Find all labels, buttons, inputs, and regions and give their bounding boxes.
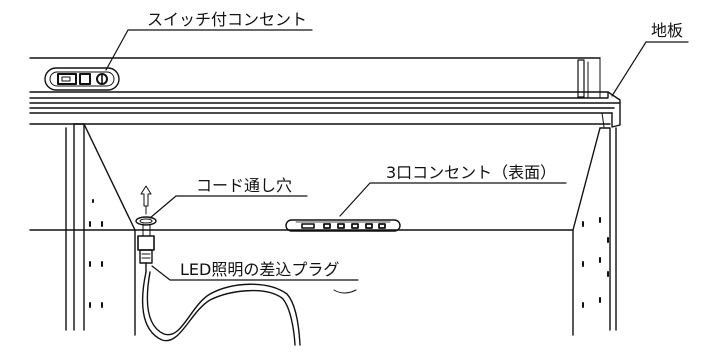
- cord-hole-label: コード通し穴: [196, 176, 293, 195]
- switch-outlet-icon: [44, 67, 120, 91]
- three-outlet-socket-icon: [285, 219, 401, 232]
- edge-arc: [333, 289, 357, 294]
- left-side-panel: [65, 123, 136, 336]
- right-side-panel: [572, 127, 617, 336]
- led-plug-label: LED照明の差込プラグ: [180, 260, 340, 279]
- up-arrow-icon: [140, 185, 152, 215]
- top-shelf: [29, 57, 621, 128]
- cord-hole-icon: [135, 216, 157, 226]
- power-cord: [141, 271, 296, 346]
- base-board-label: 地板: [651, 21, 684, 40]
- three-outlet-label: 3口コンセント（表面）: [386, 163, 557, 182]
- switch-outlet-label: スイッチ付コンセント: [147, 10, 308, 29]
- leader-lines: [105, 29, 689, 281]
- led-plug-icon: [137, 223, 155, 273]
- power-cord-outline: [146, 271, 301, 346]
